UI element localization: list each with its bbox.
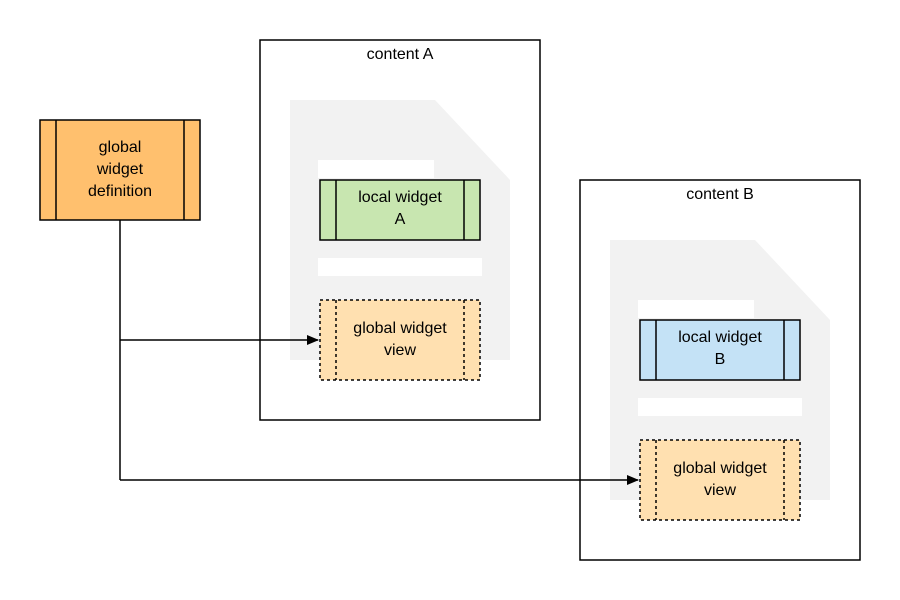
global-widget-view-a[interactable]: global widget view	[319, 299, 481, 381]
content-a-container: content A local widget A global widget v…	[259, 39, 541, 421]
global-widget-view-b-line-1: global widget	[673, 460, 767, 477]
connectors	[119, 220, 639, 485]
local-widget-a-line-2: A	[395, 211, 406, 228]
global-widget-definition-line-2: widget	[96, 161, 144, 178]
content-b-label: content B	[686, 186, 754, 203]
global-widget-definition-line-1: global	[99, 139, 142, 156]
global-widget-view-a-line-2: view	[384, 342, 416, 359]
global-widget-definition-line-3: definition	[88, 183, 152, 200]
local-widget-a-line-1: local widget	[358, 189, 442, 206]
local-widget-a[interactable]: local widget A	[319, 179, 481, 241]
global-widget-view-b[interactable]: global widget view	[639, 439, 801, 521]
content-b-container: content B local widget B global widget v…	[579, 179, 861, 561]
local-widget-b-line-1: local widget	[678, 329, 762, 346]
global-widget-definition[interactable]: global widget definition	[39, 119, 201, 221]
local-widget-b-line-2: B	[715, 351, 726, 368]
global-widget-view-a-line-1: global widget	[353, 320, 447, 337]
content-a-label: content A	[367, 46, 434, 63]
local-widget-b[interactable]: local widget B	[639, 319, 801, 381]
global-widget-view-b-line-2: view	[704, 482, 736, 499]
